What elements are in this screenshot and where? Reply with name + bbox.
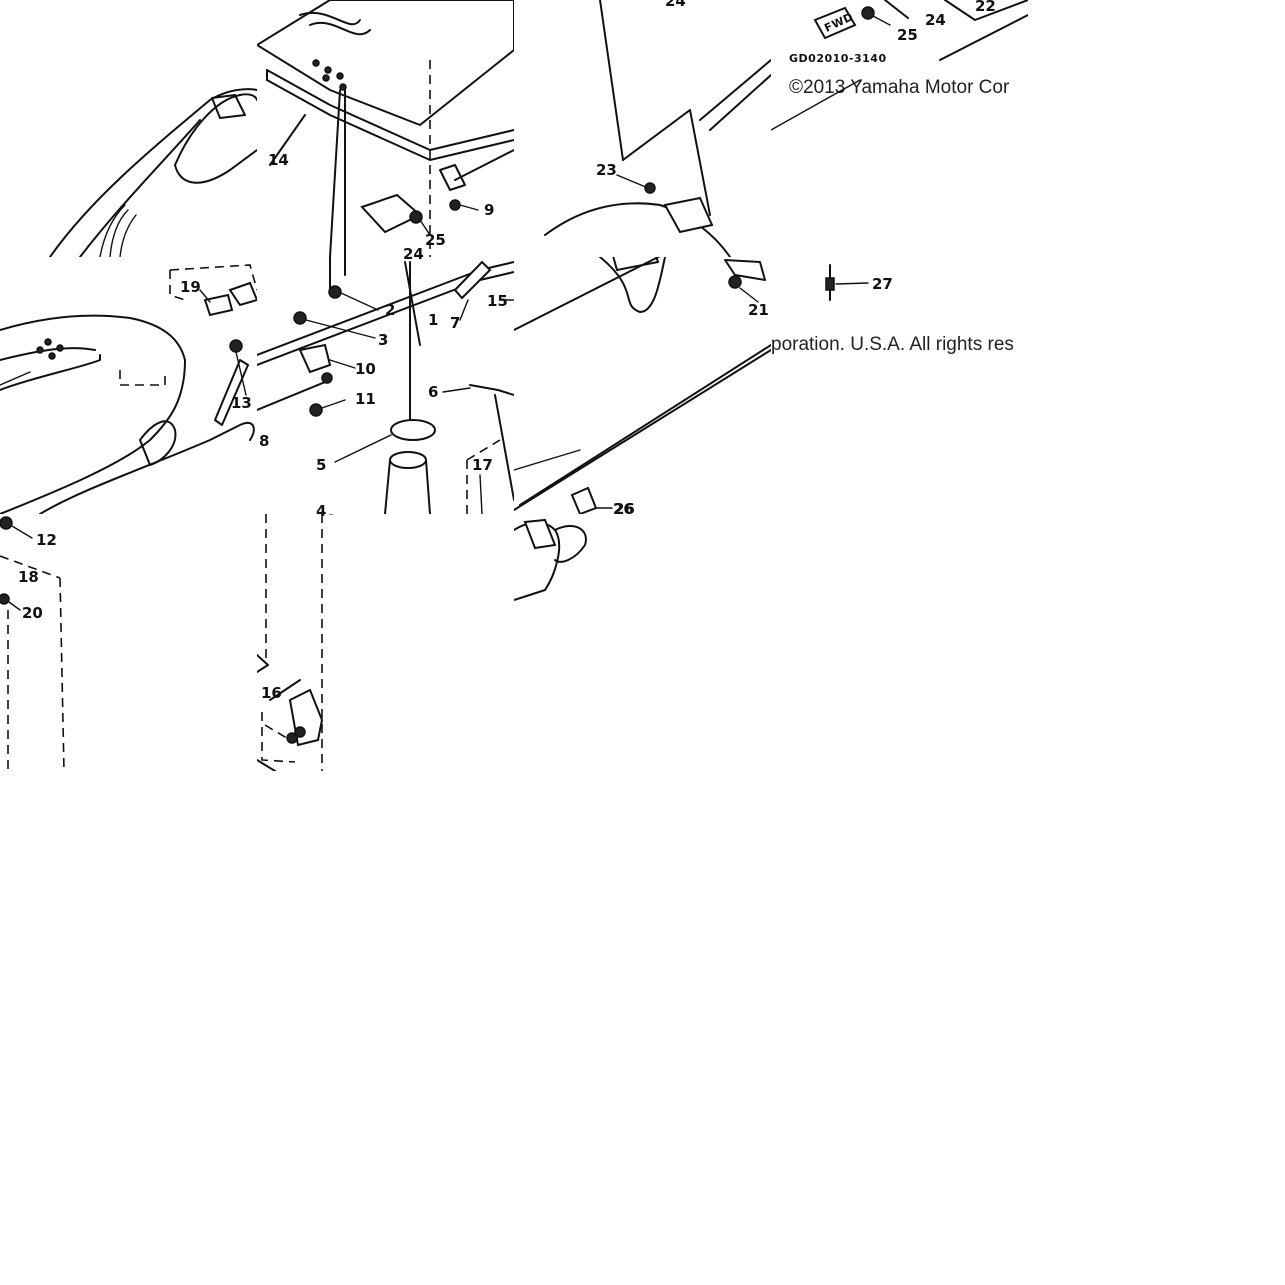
callout-label: 14 — [268, 151, 289, 169]
callout-label: 12 — [36, 531, 57, 549]
callout-label: 22 — [975, 0, 996, 15]
drawing-code: GD02010-3140 — [789, 52, 887, 65]
callout-label: 6 — [428, 383, 438, 401]
nose-drawing: erved. — [514, 518, 824, 612]
callout-label: 21 — [748, 301, 769, 319]
side-rail-drawing — [514, 257, 771, 511]
callout-label: 5 — [316, 456, 326, 474]
callouts: 24 22 24 25 14 9 23 25 24 26 27 19 2 1 7… — [18, 0, 996, 702]
copyright-part-1: ©2013 Yamaha Motor Cor — [789, 77, 1010, 98]
callout-label: 24 — [925, 11, 946, 29]
callout-label: 25 — [425, 231, 446, 249]
callout-label: 3 — [378, 331, 388, 349]
callout-label: 10 — [355, 360, 376, 378]
callout-label: 11 — [355, 390, 376, 408]
callout-label: 18 — [18, 568, 39, 586]
hull-lower-drawing — [0, 516, 65, 771]
side-panel-drawing — [544, 0, 771, 257]
pin-drawing: poration. U.S.A. All rights res — [771, 264, 1014, 355]
callout-label: 7 — [450, 314, 460, 332]
callout-label: 8 — [259, 432, 269, 450]
callout-label: 13 — [231, 394, 252, 412]
fwd-decal-drawing: FWD GD02010-3140 ©2013 Yamaha Motor Cor — [771, 0, 1028, 131]
bracket-26-drawing — [570, 486, 613, 514]
copyright-part-3: erved. — [771, 591, 824, 612]
hatch-cover-drawing — [257, 0, 514, 257]
callout-label: 19 — [180, 278, 201, 296]
callout-label: 1 — [428, 311, 438, 329]
callout-label: 26 — [614, 500, 635, 518]
callout-label: 16 — [261, 684, 282, 702]
seat-drawing — [0, 264, 257, 514]
callout-label: 27 — [872, 275, 893, 293]
callout-label: 9 — [484, 201, 494, 219]
callout-label: 26 — [613, 500, 634, 518]
callout-label: 15 — [487, 292, 508, 310]
callout-label: 2 — [385, 301, 395, 319]
callout-label: 17 — [472, 456, 493, 474]
callout-label: 24 — [665, 0, 686, 10]
copyright-part-2: poration. U.S.A. All rights res — [771, 334, 1014, 355]
hull-seat-drawing — [49, 88, 257, 257]
callout-label: 4 — [316, 502, 326, 520]
callout-label: 23 — [596, 161, 617, 179]
callout-label: 24 — [403, 245, 424, 263]
callout-label: 25 — [897, 26, 918, 44]
lower-hardware-drawing — [257, 514, 335, 771]
callout-label: 20 — [22, 604, 43, 622]
hardware-drawing — [257, 257, 514, 514]
